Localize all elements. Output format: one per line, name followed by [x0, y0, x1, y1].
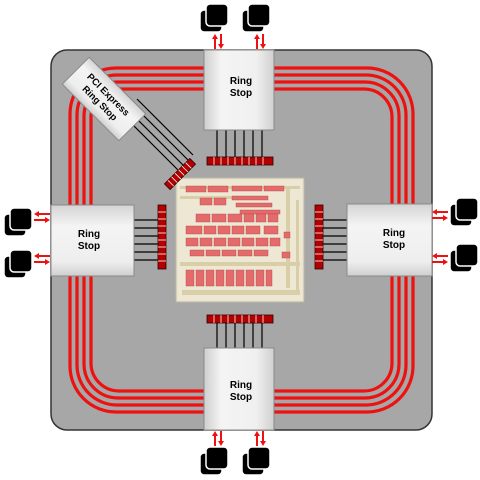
ring-stop-bottom-connector — [206, 314, 274, 324]
memory-chip-icon — [241, 3, 271, 33]
ring-stop-top-box — [203, 49, 275, 131]
ring-stop-bottom-lines — [216, 323, 263, 348]
ring-stop-bottom-label-line1: Ring — [230, 380, 252, 391]
memory-chip-icon — [449, 197, 479, 227]
ring-stop-right: Ring Stop — [314, 203, 433, 277]
bidirectional-arrow-icon — [34, 211, 50, 223]
bidirectional-arrow-icon — [432, 209, 448, 221]
ring-stop-bottom-label-line2: Stop — [230, 392, 252, 403]
ring-stop-bottom: Ring Stop — [203, 314, 275, 431]
ring-stop-right-label-line2: Stop — [383, 240, 405, 251]
memory-chip-icon — [199, 3, 229, 33]
pcie-connector — [163, 157, 197, 191]
ring-stop-right-box — [346, 203, 433, 277]
ring-stop-left-label-line2: Stop — [78, 241, 100, 252]
ring-stop-right-connector — [314, 204, 324, 270]
ring-stop-right-lines — [323, 219, 347, 261]
gpu-core-icon — [175, 177, 305, 303]
memory-chip-icon — [3, 207, 33, 237]
ring-stop-top-label-line1: Ring — [230, 76, 252, 87]
ring-stop-left: Ring Stop — [50, 204, 167, 277]
bidirectional-arrow-icon — [34, 253, 50, 265]
ring-stop-left-label-line1: Ring — [78, 229, 100, 240]
memory-chip-icon — [241, 446, 271, 476]
ring-stop-top-label-line2: Stop — [230, 88, 252, 99]
gpu-core-blocks — [180, 185, 300, 295]
memory-chips — [3, 3, 479, 476]
ring-stop-right-label-line1: Ring — [383, 228, 405, 239]
ring-stop-bottom-box — [203, 347, 275, 431]
memory-chip-icon — [199, 446, 229, 476]
ring-stop-left-connector — [157, 204, 167, 270]
memory-chip-icon — [449, 243, 479, 273]
bidirectional-arrow-icon — [212, 34, 224, 49]
ring-stop-top-connector — [206, 156, 274, 166]
ring-stop-top: Ring Stop — [203, 49, 275, 166]
bidirectional-arrow-icon — [254, 431, 266, 446]
ring-stop-left-lines — [134, 219, 158, 261]
bidirectional-arrow-icon — [432, 253, 448, 265]
bidirectional-arrow-icon — [212, 431, 224, 446]
ring-stop-left-box — [50, 204, 135, 277]
bidirectional-arrow-icon — [254, 34, 266, 49]
memory-chip-icon — [3, 249, 33, 279]
ring-stop-top-lines — [216, 130, 263, 157]
